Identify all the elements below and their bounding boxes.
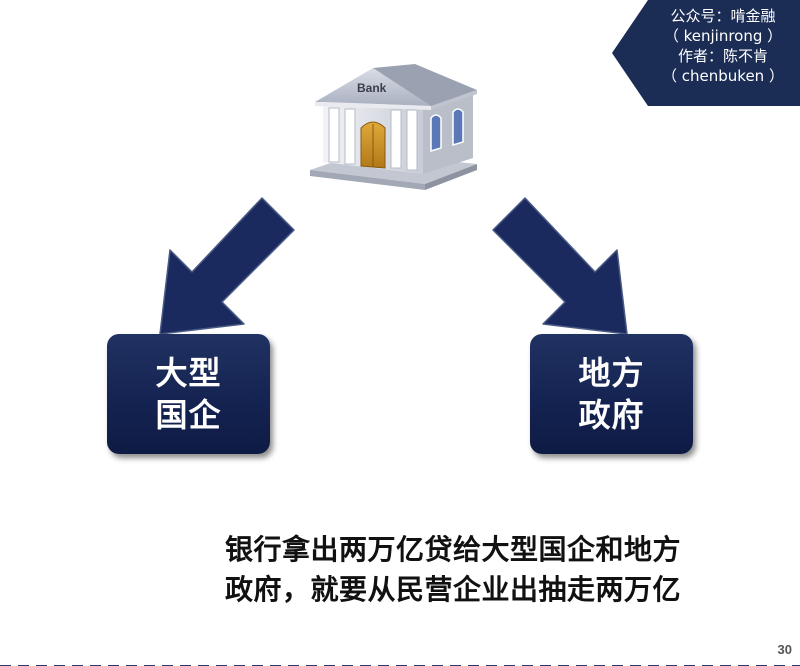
author-line: 作者：陈不肯	[677, 47, 768, 65]
author-info: 公众号：啃金融 （ kenjinrong ） 作者：陈不肯 （ chenbuke…	[648, 6, 798, 86]
author-banner: 公众号：啃金融 （ kenjinrong ） 作者：陈不肯 （ chenbuke…	[612, 0, 800, 106]
caption-line1: 银行拿出两万亿贷给大型国企和地方	[225, 533, 682, 566]
account-line: 公众号：啃金融	[670, 7, 776, 25]
author-id-line: （ chenbuken ）	[662, 67, 784, 85]
bank-building-icon: Bank	[305, 62, 480, 190]
large-soe-line1: 大型	[155, 354, 222, 392]
local-government-line2: 政府	[578, 396, 645, 434]
banner-shape	[612, 0, 800, 106]
bank-sign: Bank	[357, 81, 387, 95]
large-soe-line2: 国企	[155, 396, 222, 434]
page-number: 30	[777, 642, 792, 657]
local-government-line1: 地方	[578, 354, 645, 392]
arrow-down-right-icon	[485, 192, 635, 342]
large-soe-box: 大型 国企	[107, 334, 270, 454]
caption-line2: 政府，就要从民营企业出抽走两万亿	[225, 573, 682, 606]
arrow-down-left-icon	[152, 192, 302, 342]
local-government-box: 地方 政府	[530, 334, 693, 454]
slide-caption: 银行拿出两万亿贷给大型国企和地方 政府，就要从民营企业出抽走两万亿	[225, 530, 785, 610]
account-id-line: （ kenjinrong ）	[663, 27, 783, 45]
bottom-dashed-border	[0, 657, 800, 666]
